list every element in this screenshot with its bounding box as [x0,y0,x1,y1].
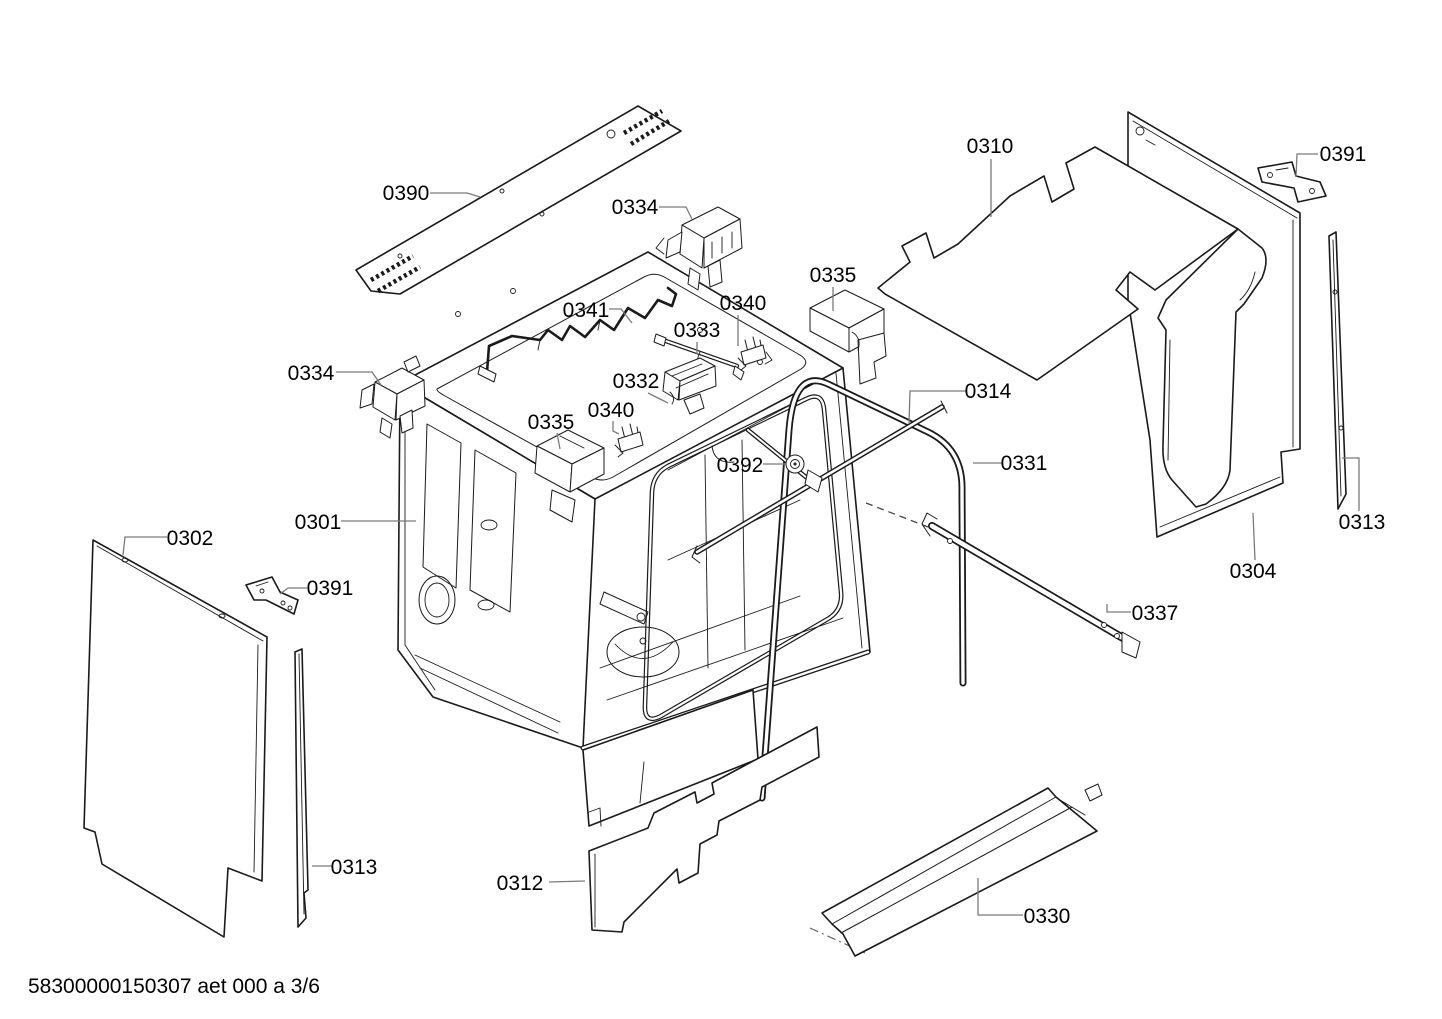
part-0304-rear-panel [1127,111,1301,538]
part-0392-roller [711,427,823,493]
leader-lines [122,153,1360,916]
part-0313-strip-right [1328,231,1347,510]
part-0310-insulation-mat [877,146,1267,508]
callout-labels: 0390 0334 0310 0391 0335 0340 0341 0333 … [167,135,1386,928]
part-label-0390: 0390 [383,182,430,205]
part-label-0340-left: 0340 [588,399,635,422]
part-label-0310: 0310 [967,135,1014,158]
part-label-0313-left: 0313 [331,856,378,879]
part-label-0391-left: 0391 [307,577,354,600]
part-label-0392: 0392 [717,454,764,477]
part-0341-rod [477,286,678,383]
part-0340-clip-left [614,423,644,458]
part-label-0391-right: 0391 [1320,143,1367,166]
part-label-0302: 0302 [167,527,214,550]
part-label-0301: 0301 [295,511,342,534]
part-0334-clamp-left [359,355,426,439]
part-0333-bar [653,333,745,381]
part-label-0337: 0337 [1132,602,1179,625]
part-label-0304: 0304 [1230,560,1277,583]
part-0335-dampener-left [534,429,605,523]
document-code: 58300000150307 aet 000 a 3/6 [28,975,320,998]
part-label-0312: 0312 [497,872,544,895]
part-0302-side-panel [83,539,268,938]
part-label-0335-left: 0335 [528,411,575,434]
part-label-0334-left: 0334 [288,362,335,385]
part-0330-bottom-rail [809,783,1103,957]
part-0313-strip-left [294,648,309,928]
part-label-0330: 0330 [1024,905,1071,928]
part-label-0341: 0341 [563,299,610,322]
part-0334-clamp-top [655,206,743,291]
part-0312-insulation-slab [588,726,820,933]
part-label-0332: 0332 [613,370,660,393]
part-label-0335-right: 0335 [810,264,857,287]
part-0337-support-rail [865,502,1141,659]
part-label-0333: 0333 [674,319,721,342]
part-0335-dampener-right [809,289,887,385]
part-label-0331: 0331 [1001,452,1048,475]
part-label-0314: 0314 [965,380,1012,403]
part-0331-door-seal [758,377,967,802]
part-0391-bracket-right [1257,161,1327,203]
part-0332-latch [662,357,717,415]
part-label-0313-right: 0313 [1339,511,1386,534]
part-0390-top-plate [355,105,682,295]
part-label-0340-top: 0340 [720,292,767,315]
part-0391-bracket-left [245,576,299,615]
part-0340-clip-top [737,336,773,371]
part-label-0334-top: 0334 [612,196,659,219]
